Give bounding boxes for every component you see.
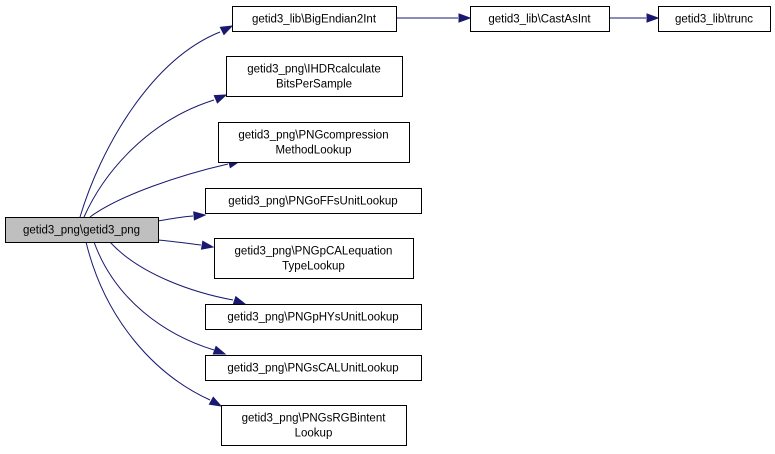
arrowhead-icon [193,211,207,221]
arrowhead-icon [208,396,223,407]
edges-layer [79,13,660,407]
edge-line [83,99,215,218]
edge-root-to-ihdr [83,94,228,218]
arrowhead-icon [212,345,227,355]
nodes-layer: getid3_png\getid3_png getid3_lib\BigEndia… [5,6,771,446]
edge-root-to-offs [157,211,207,222]
node-box [218,122,410,163]
node-label-line: getid3_png\getid3_png [23,225,140,237]
node-box [226,56,403,97]
edge-line [79,31,221,218]
node-scal[interactable]: getid3_png\PNGsCALUnitLookup [205,355,422,381]
edge-big_endian-to-cast_as_int [396,13,472,23]
node-phys[interactable]: getid3_png\PNGpHYsUnitLookup [205,304,422,330]
edge-line [85,241,211,401]
node-cast-as-int[interactable]: getid3_lib\CastAsInt [470,6,610,32]
node-box [232,6,397,32]
node-trunc[interactable]: getid3_lib\trunc [658,6,771,32]
edge-root-to-pcal [157,239,215,250]
node-label-line: getid3_lib\trunc [675,14,753,26]
edge-root-to-scal [93,241,227,355]
arrowhead-icon [219,25,234,36]
edge-line [157,239,202,246]
node-label-line: getid3_png\PNGpCALequation [235,246,393,258]
node-label-line: BitsPerSample [276,79,352,91]
node-box [470,6,610,32]
node-box [205,304,422,330]
node-box [205,355,422,381]
node-label-line: getid3_png\PNGcompression [238,130,388,142]
node-big-endian[interactable]: getid3_lib\BigEndian2Int [232,6,397,32]
node-root[interactable]: getid3_png\getid3_png [5,217,159,243]
arrowhead-icon [213,94,228,104]
node-box [5,217,159,243]
edge-cast_as_int-to-trunc [609,13,660,23]
node-label-line: getid3_png\PNGoFFsUnitLookup [228,196,397,208]
arrowhead-icon [458,13,472,23]
edge-line [109,241,234,301]
node-label-line: getid3_png\PNGsRGBintent [242,413,387,425]
node-label-line: TypeLookup [282,261,345,273]
node-box [221,405,407,446]
node-box [658,6,771,32]
node-label-line: getid3_lib\CastAsInt [488,14,591,26]
node-label-line: getid3_png\PNGpHYsUnitLookup [227,312,398,324]
edge-line [157,215,194,222]
edge-root-to-big_endian [79,25,234,218]
arrowhead-icon [646,13,660,23]
edge-root-to-srgb [85,241,223,407]
arrowhead-icon [200,240,215,250]
arrowhead-icon [232,295,247,305]
edge-line [89,163,229,218]
node-label-line: getid3_lib\BigEndian2Int [252,14,377,26]
node-box [205,188,422,214]
node-offs[interactable]: getid3_png\PNGoFFsUnitLookup [205,188,422,214]
node-label-line: MethodLookup [275,145,351,157]
node-label-line: getid3_png\IHDRcalculate [247,64,381,76]
node-box [214,238,414,279]
node-label-line: Lookup [295,428,333,440]
edge-line [93,241,215,351]
node-label-line: getid3_png\PNGsCALUnitLookup [227,363,398,375]
